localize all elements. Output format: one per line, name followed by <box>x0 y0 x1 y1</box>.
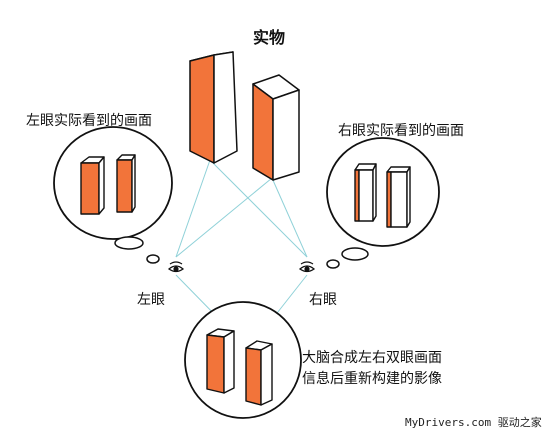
left-view-block-1 <box>80 156 105 215</box>
title-real-object: 实物 <box>253 28 286 47</box>
brain-caption: 大脑合成左右双眼画面 信息后重新构建的影像 <box>302 348 442 390</box>
right-eye-label: 右眼 <box>309 292 337 308</box>
brain-image-circle <box>184 301 302 419</box>
right-view-block-1 <box>354 163 377 222</box>
eye-icon <box>167 261 185 273</box>
eye-icon <box>298 261 316 273</box>
right-view-block-2 <box>386 166 411 228</box>
brain-caption-line-1: 大脑合成左右双眼画面 <box>302 350 442 366</box>
brain-block-2 <box>245 340 273 406</box>
real-object-block-left <box>189 51 238 164</box>
left-view-label: 左眼实际看到的画面 <box>26 113 152 129</box>
real-object-block-right <box>252 74 300 181</box>
watermark: MyDrivers.com 驱动之家 <box>405 416 542 429</box>
brain-caption-line-2: 信息后重新构建的影像 <box>302 371 442 387</box>
brain-block-1 <box>206 328 235 394</box>
left-eye-label: 左眼 <box>137 292 165 308</box>
left-view-bubble <box>53 126 173 264</box>
left-view-block-2 <box>116 154 136 213</box>
sight-lines <box>175 159 308 258</box>
right-view-label: 右眼实际看到的画面 <box>338 123 464 139</box>
right-view-bubble <box>326 137 440 269</box>
